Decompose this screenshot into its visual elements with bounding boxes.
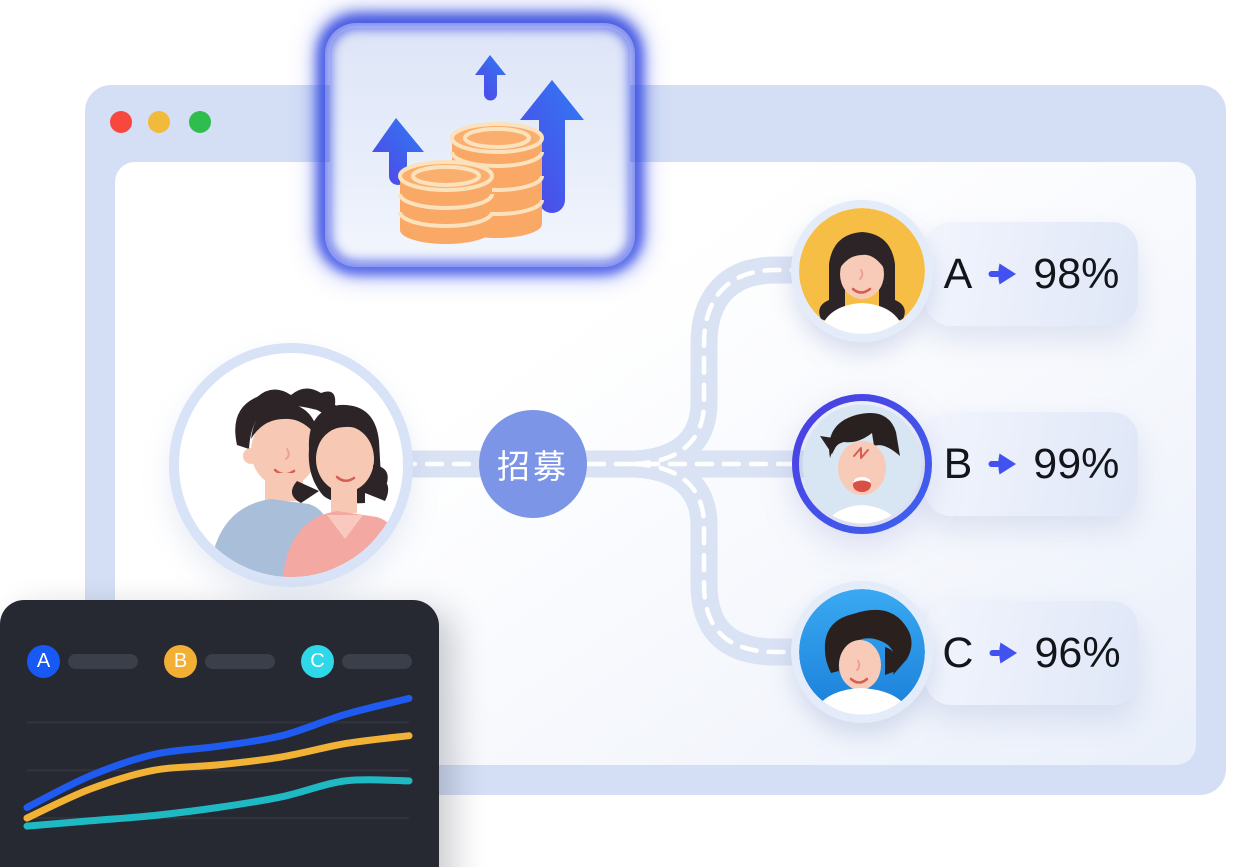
legend-label-placeholder	[342, 654, 412, 669]
legend-label-placeholder	[205, 654, 275, 669]
traffic-light-maximize[interactable]	[189, 111, 211, 133]
result-value: 96%	[1034, 628, 1121, 677]
man-avatar-icon	[799, 589, 925, 715]
analytics-card: A B C	[0, 600, 439, 867]
woman-avatar-icon	[799, 208, 925, 334]
arrow-right-icon	[989, 642, 1018, 664]
recruit-hub-node[interactable]: 招募	[479, 410, 587, 518]
result-pill-c[interactable]: C 96%	[925, 601, 1138, 705]
result-value: 98%	[1033, 249, 1120, 298]
result-pill-a[interactable]: A 98%	[925, 222, 1138, 326]
legend-badge: C	[301, 645, 334, 678]
traffic-light-minimize[interactable]	[148, 111, 170, 133]
legend-item-c[interactable]: C	[301, 645, 412, 678]
chart-legend: A B C	[27, 645, 412, 678]
legend-badge: B	[164, 645, 197, 678]
candidate-b-avatar[interactable]	[782, 384, 942, 544]
result-label: A	[943, 249, 973, 298]
source-couple-avatar[interactable]	[169, 343, 413, 587]
legend-label-placeholder	[68, 654, 138, 669]
coins-growth-icon	[372, 55, 584, 244]
line-chart	[23, 694, 413, 830]
result-label: C	[942, 628, 974, 677]
legend-badge: A	[27, 645, 60, 678]
growth-card	[330, 28, 630, 262]
result-pill-b[interactable]: B 99%	[925, 412, 1138, 516]
arrow-right-icon	[988, 453, 1017, 475]
growth-arrow-small	[475, 55, 506, 101]
recruit-hub-label: 招募	[497, 448, 569, 485]
coin-stack-small	[398, 160, 494, 244]
legend-item-b[interactable]: B	[164, 645, 275, 678]
candidate-c-avatar[interactable]	[791, 581, 933, 723]
result-value: 99%	[1033, 439, 1120, 488]
window-titlebar	[85, 85, 1226, 162]
legend-item-a[interactable]: A	[27, 645, 138, 678]
result-label: B	[943, 439, 973, 488]
growth-arrow-large	[520, 80, 584, 213]
couple-illustration-icon	[209, 388, 402, 577]
arrow-right-icon	[988, 263, 1017, 285]
candidate-a-avatar[interactable]	[791, 200, 933, 342]
growth-arrow-medium	[372, 118, 424, 185]
traffic-light-close[interactable]	[110, 111, 132, 133]
